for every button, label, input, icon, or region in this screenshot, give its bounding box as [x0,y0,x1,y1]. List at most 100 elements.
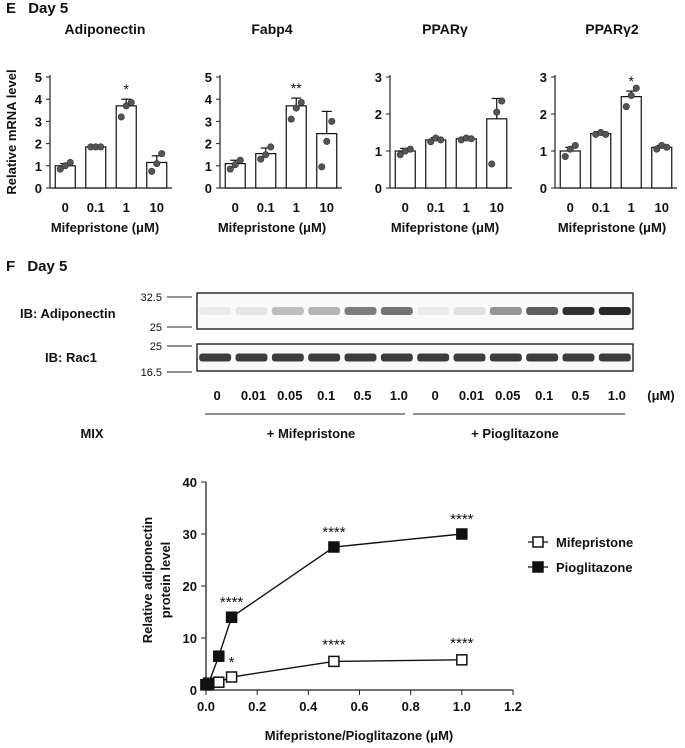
line-ytick-label-3: 30 [183,527,197,542]
rac1-blot-band-9 [526,353,559,362]
e-ytick-label-0-2: 2 [35,137,42,152]
adiponectin-blot-band-10 [562,307,595,315]
e-xtick-label-0-1: 0.1 [87,200,105,215]
e-ytick-label-2-1: 1 [375,144,382,159]
e-point-2-3-1 [493,108,501,116]
e-sig-3-2: * [629,73,635,89]
e-point-1-1-2 [267,143,275,151]
e-xlabel-3: Mifepristone (μM) [558,220,666,235]
mw-marker-0: 32.5 [141,292,162,304]
series-marker-1-4 [328,541,340,553]
e-point-3-1-2 [602,130,610,138]
adiponectin-blot-band-11 [598,307,631,315]
e-point-0-2-2 [127,99,135,107]
lane-unit: (μM) [647,388,674,403]
e-bar-3-1 [590,133,612,189]
line-xlabel: Mifepristone/Pioglitazone (μM) [265,728,454,743]
line-ytick-label-1: 10 [183,631,197,646]
line-ytick-label-4: 40 [183,475,197,490]
lane-label-11: 1.0 [608,388,626,403]
rac1-blot-band-11 [598,353,631,362]
blot-label-rac1: IB: Rac1 [45,350,97,365]
adiponectin-blot-band-9 [526,307,559,315]
e-xtick-label-1-0: 0 [232,200,239,215]
e-xlabel-2: Mifepristone (μM) [391,220,499,235]
e-ytick-label-0-5: 5 [35,70,42,85]
e-bar-3-2 [620,96,642,189]
e-point-3-0-0 [561,153,569,161]
line-xtick-label-0: 0.0 [197,699,215,714]
adiponectin-blot-band-0 [199,307,232,315]
lane-label-6: 0 [432,388,439,403]
e-point-1-2-0 [287,115,295,123]
e-xtick-label-1-1: 0.1 [257,200,275,215]
e-point-1-1-1 [262,151,270,159]
e-point-3-2-1 [627,92,635,100]
e-xtick-label-0-0: 0 [62,200,69,215]
e-ytick-label-1-0: 0 [205,181,212,196]
e-ytick-label-2-3: 3 [375,70,382,85]
e-sig-1-2: ** [291,80,302,96]
series-marker-1-1 [202,677,215,689]
e-point-2-0-0 [396,151,404,159]
e-bar-2-2 [455,138,477,189]
e-point-2-1-0 [427,138,435,146]
panel-f-letter: F [6,258,16,275]
e-xtick-label-1-3: 10 [320,200,334,215]
e-ytick-label-0-4: 4 [35,92,43,107]
e-point-1-0-2 [236,156,244,164]
panel-f-day: Day 5 [27,258,68,275]
e-xtick-label-0-2: 1 [123,200,130,215]
series-marker-1-2 [213,650,225,662]
mix-label: MIX [80,426,103,441]
e-point-1-1-0 [257,155,265,163]
rac1-blot-band-10 [562,353,595,362]
e-bar-3-3 [651,146,673,189]
series-sig-0-5: **** [450,635,474,652]
e-point-1-2-1 [292,104,300,112]
legend-marker-1 [532,561,544,573]
e-ytick-label-0-1: 1 [35,159,42,174]
adiponectin-blot-band-6 [417,307,450,315]
e-ytick-label-1-3: 3 [205,114,212,129]
line-xtick-label-1: 0.2 [248,699,266,714]
panel-e-day: Day 5 [28,0,69,17]
panel-e-letter: E [6,0,17,17]
lane-label-0: 0 [214,388,221,403]
e-ytick-label-1-4: 4 [205,92,213,107]
adiponectin-blot-band-2 [271,307,304,315]
e-point-0-3-2 [158,150,166,158]
lane-label-5: 1.0 [390,388,408,403]
series-sig-0-4: **** [322,636,346,653]
lane-label-3: 0.1 [317,388,335,403]
e-xtick-label-3-2: 1 [628,200,635,215]
e-point-0-3-0 [148,167,156,175]
e-xtick-label-0-3: 10 [150,200,164,215]
series-sig-1-5: **** [450,511,474,528]
e-point-0-0-2 [66,158,74,166]
e-ytick-label-1-5: 5 [205,70,212,85]
e-xtick-label-3-1: 0.1 [592,200,610,215]
legend-label-0: Mifepristone [556,535,633,550]
e-xtick-label-3-0: 0 [567,200,574,215]
adiponectin-blot-band-4 [344,307,377,315]
e-point-1-3-0 [318,163,326,171]
e-xtick-label-3-3: 10 [655,200,669,215]
e-point-2-2-2 [467,135,475,143]
blot-label-adiponectin: IB: Adiponectin [20,306,116,321]
adiponectin-blot-band-3 [308,307,341,315]
mw-marker-3: 16.5 [141,367,162,379]
lane-label-4: 0.5 [353,388,371,403]
group-label-mifepristone: + Mifepristone [267,426,356,441]
e-point-0-1-2 [97,143,105,151]
rac1-blot-band-7 [453,353,486,362]
series-marker-0-5 [456,654,468,666]
e-ytick-label-1-2: 2 [205,137,212,152]
series-sig-1-4: **** [322,524,346,541]
mw-marker-1: 25 [150,322,162,334]
lane-label-7: 0.01 [459,388,484,403]
e-xtick-label-2-3: 10 [490,200,504,215]
e-point-3-0-1 [566,145,574,153]
e-xtick-label-2-2: 1 [463,200,470,215]
adiponectin-blot-band-5 [380,307,413,315]
